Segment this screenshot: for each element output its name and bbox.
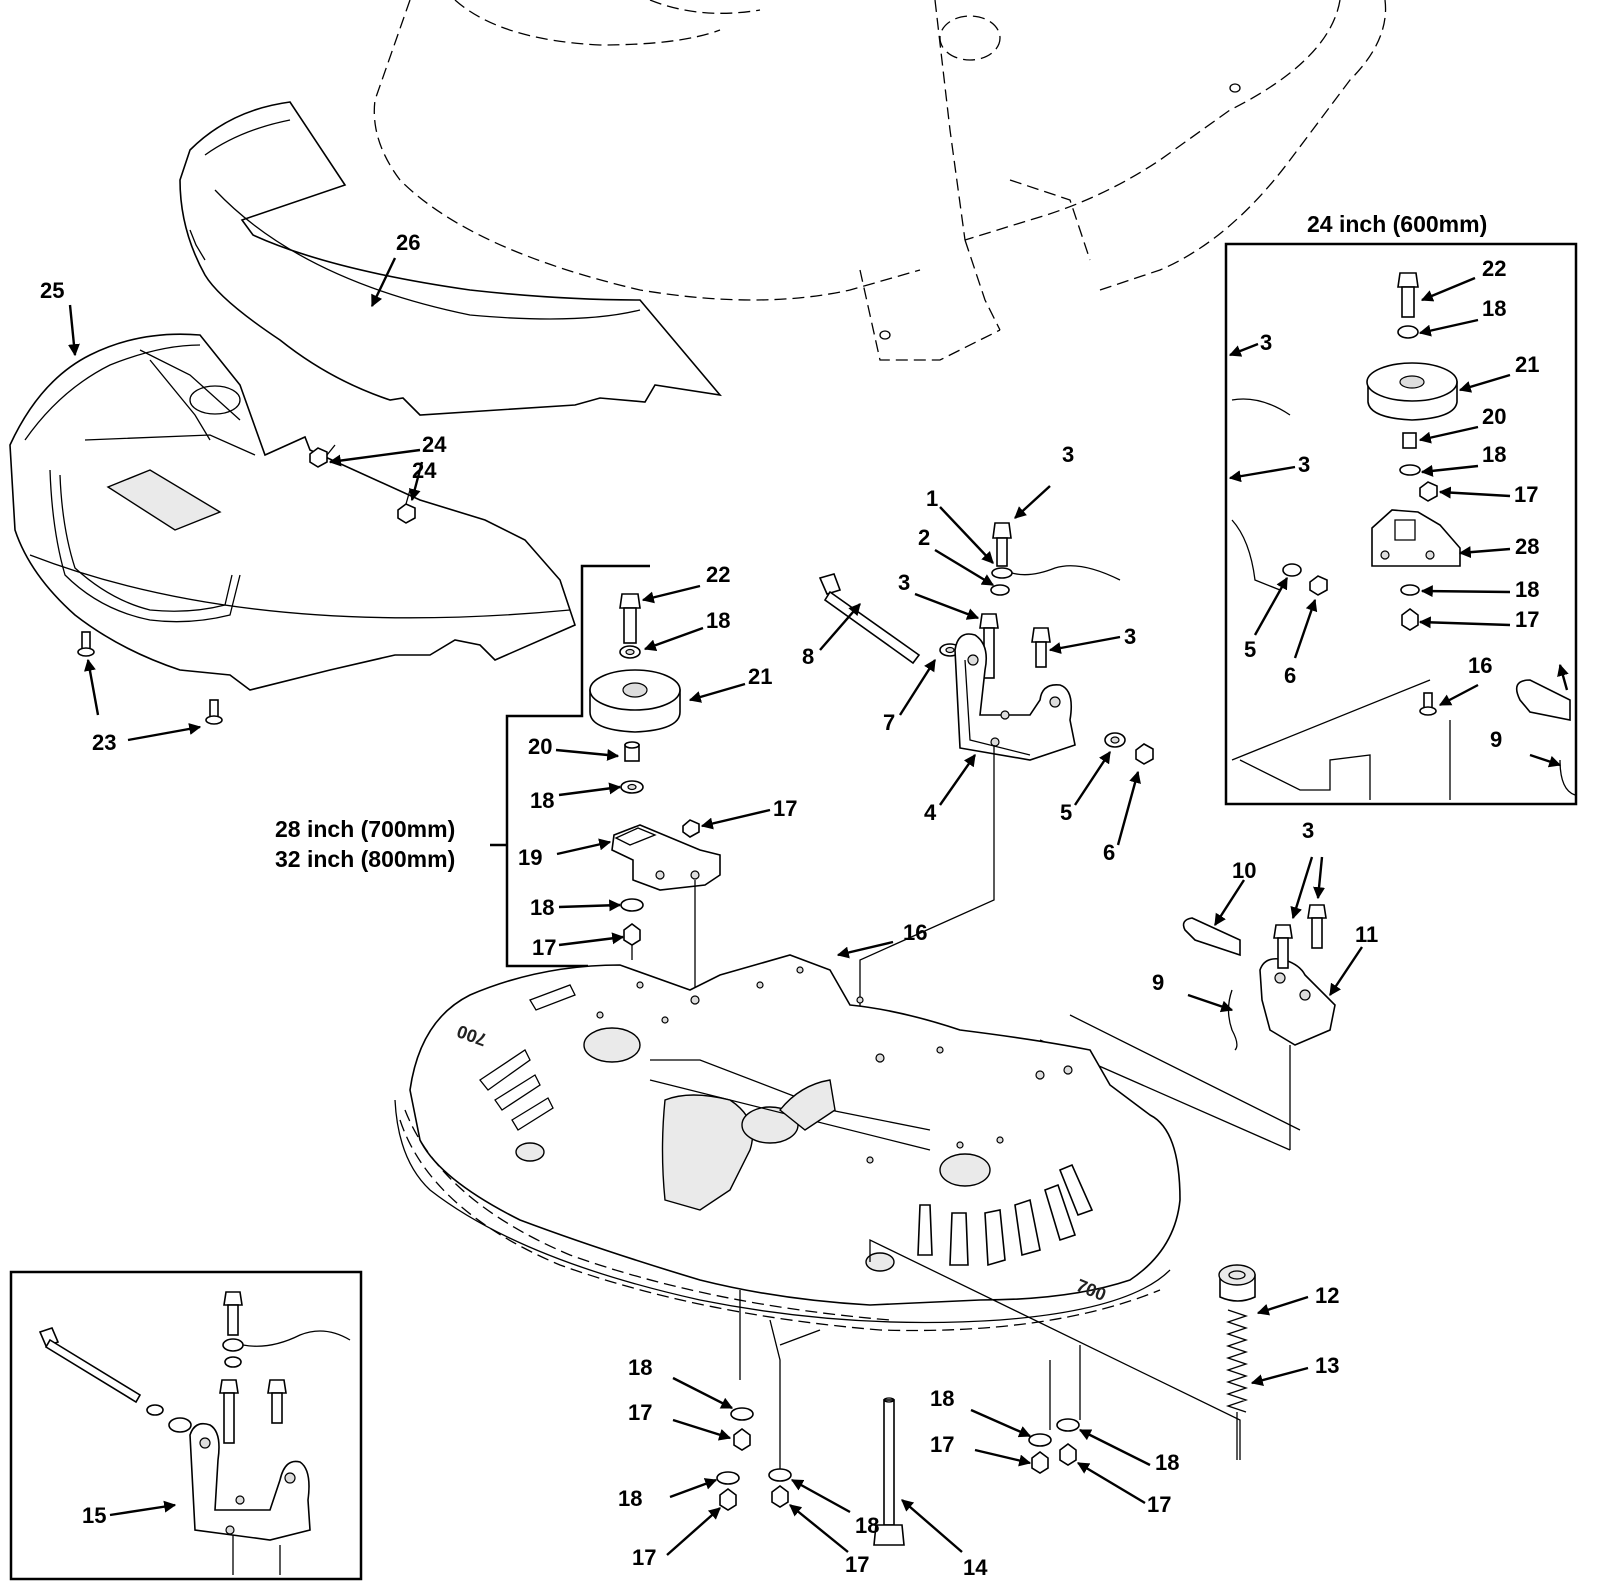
- callout-3d: 3: [1302, 818, 1314, 843]
- hood-screw-23a: [77, 631, 95, 657]
- callout-bottom-18b: 18: [618, 1486, 642, 1511]
- deck-baffles-right: [917, 1163, 1094, 1267]
- callout-24b: 24: [412, 458, 437, 483]
- callout-bottom-17a: 17: [628, 1400, 652, 1425]
- callout-24in-5: 5: [1244, 637, 1256, 662]
- callout-bottom-18c: 18: [855, 1513, 879, 1538]
- inset-24-parts: [1231, 272, 1576, 800]
- callout-bottom-17d: 17: [930, 1432, 954, 1457]
- inset-caption-32: 32 inch (800mm): [275, 846, 455, 872]
- callout-15: 15: [82, 1503, 106, 1528]
- callout-17b: 17: [532, 935, 556, 960]
- tractor-body-outline: [373, 0, 1387, 361]
- inset-alt-bracket: [9, 1270, 363, 1581]
- callout-24in-17b: 17: [1515, 607, 1539, 632]
- callout-17a: 17: [773, 796, 797, 821]
- hood-screw-24a: [309, 444, 336, 468]
- callout-18c: 18: [530, 895, 554, 920]
- inset-28-32-frame: [490, 564, 650, 968]
- front-hood: [9, 333, 576, 691]
- callout-12: 12: [1315, 1283, 1339, 1308]
- isolator-stack-28-32: [589, 593, 721, 1000]
- callout-1: 1: [926, 486, 938, 511]
- callout-16: 16: [903, 920, 927, 945]
- deck-baffles-left: [479, 984, 576, 1131]
- callout-5: 5: [1060, 800, 1072, 825]
- callout-labels: 25 26 24 24 23 22 18 21 20 18 17 19 18 1…: [40, 230, 1539, 1580]
- callout-24in-3a: 3: [1260, 330, 1272, 355]
- callout-9: 9: [1152, 970, 1164, 995]
- callout-24in-16: 16: [1468, 653, 1492, 678]
- callout-23: 23: [92, 730, 116, 755]
- inset-caption-28: 28 inch (700mm): [275, 816, 455, 842]
- height-spring-13: [1225, 1309, 1249, 1460]
- callout-19: 19: [518, 845, 542, 870]
- mower-deck: 700 700: [394, 954, 1181, 1332]
- callout-4: 4: [924, 800, 937, 825]
- rear-shroud: [179, 101, 722, 416]
- callout-10: 10: [1232, 858, 1256, 883]
- callout-11: 11: [1355, 922, 1378, 947]
- inset-caption-24: 24 inch (600mm): [1307, 211, 1487, 237]
- callout-24in-22: 22: [1482, 256, 1506, 281]
- callout-24in-3b: 3: [1298, 452, 1310, 477]
- callout-8: 8: [802, 644, 814, 669]
- callout-22: 22: [706, 562, 730, 587]
- callout-24a: 24: [422, 432, 447, 457]
- callout-bottom-14: 14: [963, 1555, 988, 1580]
- callout-24in-6: 6: [1284, 663, 1296, 688]
- callout-bottom-17b: 17: [632, 1545, 656, 1570]
- hood-screw-23b: [205, 699, 223, 725]
- callout-24in-18a: 18: [1482, 296, 1506, 321]
- callout-21: 21: [748, 664, 772, 689]
- callout-bottom-18d: 18: [930, 1386, 954, 1411]
- deck-guide-lines: [739, 1238, 1241, 1470]
- callout-18a: 18: [706, 608, 730, 633]
- height-knob-12: [1218, 1264, 1256, 1302]
- callout-bottom-17e: 17: [1147, 1492, 1171, 1517]
- bottom-hardware: [716, 1407, 1080, 1511]
- callout-24in-20: 20: [1482, 404, 1506, 429]
- callout-24in-17a: 17: [1514, 482, 1538, 507]
- callout-24in-21: 21: [1515, 352, 1539, 377]
- inset-28-32-caption: 28 inch (700mm) 32 inch (800mm): [275, 816, 455, 872]
- callout-bottom-18e: 18: [1155, 1450, 1179, 1475]
- callout-26: 26: [396, 230, 420, 255]
- pivot-bracket-11: [1039, 904, 1336, 1151]
- callout-6: 6: [1103, 840, 1115, 865]
- callout-25: 25: [40, 278, 64, 303]
- callout-24in-18c: 18: [1515, 577, 1539, 602]
- callout-bottom-17c: 17: [845, 1552, 869, 1577]
- callout-3a: 3: [1062, 442, 1074, 467]
- deck-bolt-14: [873, 1397, 905, 1546]
- callout-2: 2: [918, 525, 930, 550]
- inset-24-frame: 24 inch (600mm): [1224, 211, 1578, 806]
- leader-arrows: [67, 257, 1569, 1556]
- callout-bottom-18a: 18: [628, 1355, 652, 1380]
- callout-7: 7: [883, 710, 895, 735]
- mounting-bracket-4: [859, 633, 1154, 1040]
- callout-3b: 3: [898, 570, 910, 595]
- callout-24in-9: 9: [1490, 727, 1502, 752]
- callout-24in-28: 28: [1515, 534, 1539, 559]
- callout-13: 13: [1315, 1353, 1339, 1378]
- callout-24in-18b: 18: [1482, 442, 1506, 467]
- callout-3c: 3: [1124, 624, 1136, 649]
- callout-20: 20: [528, 734, 552, 759]
- callout-18b: 18: [530, 788, 554, 813]
